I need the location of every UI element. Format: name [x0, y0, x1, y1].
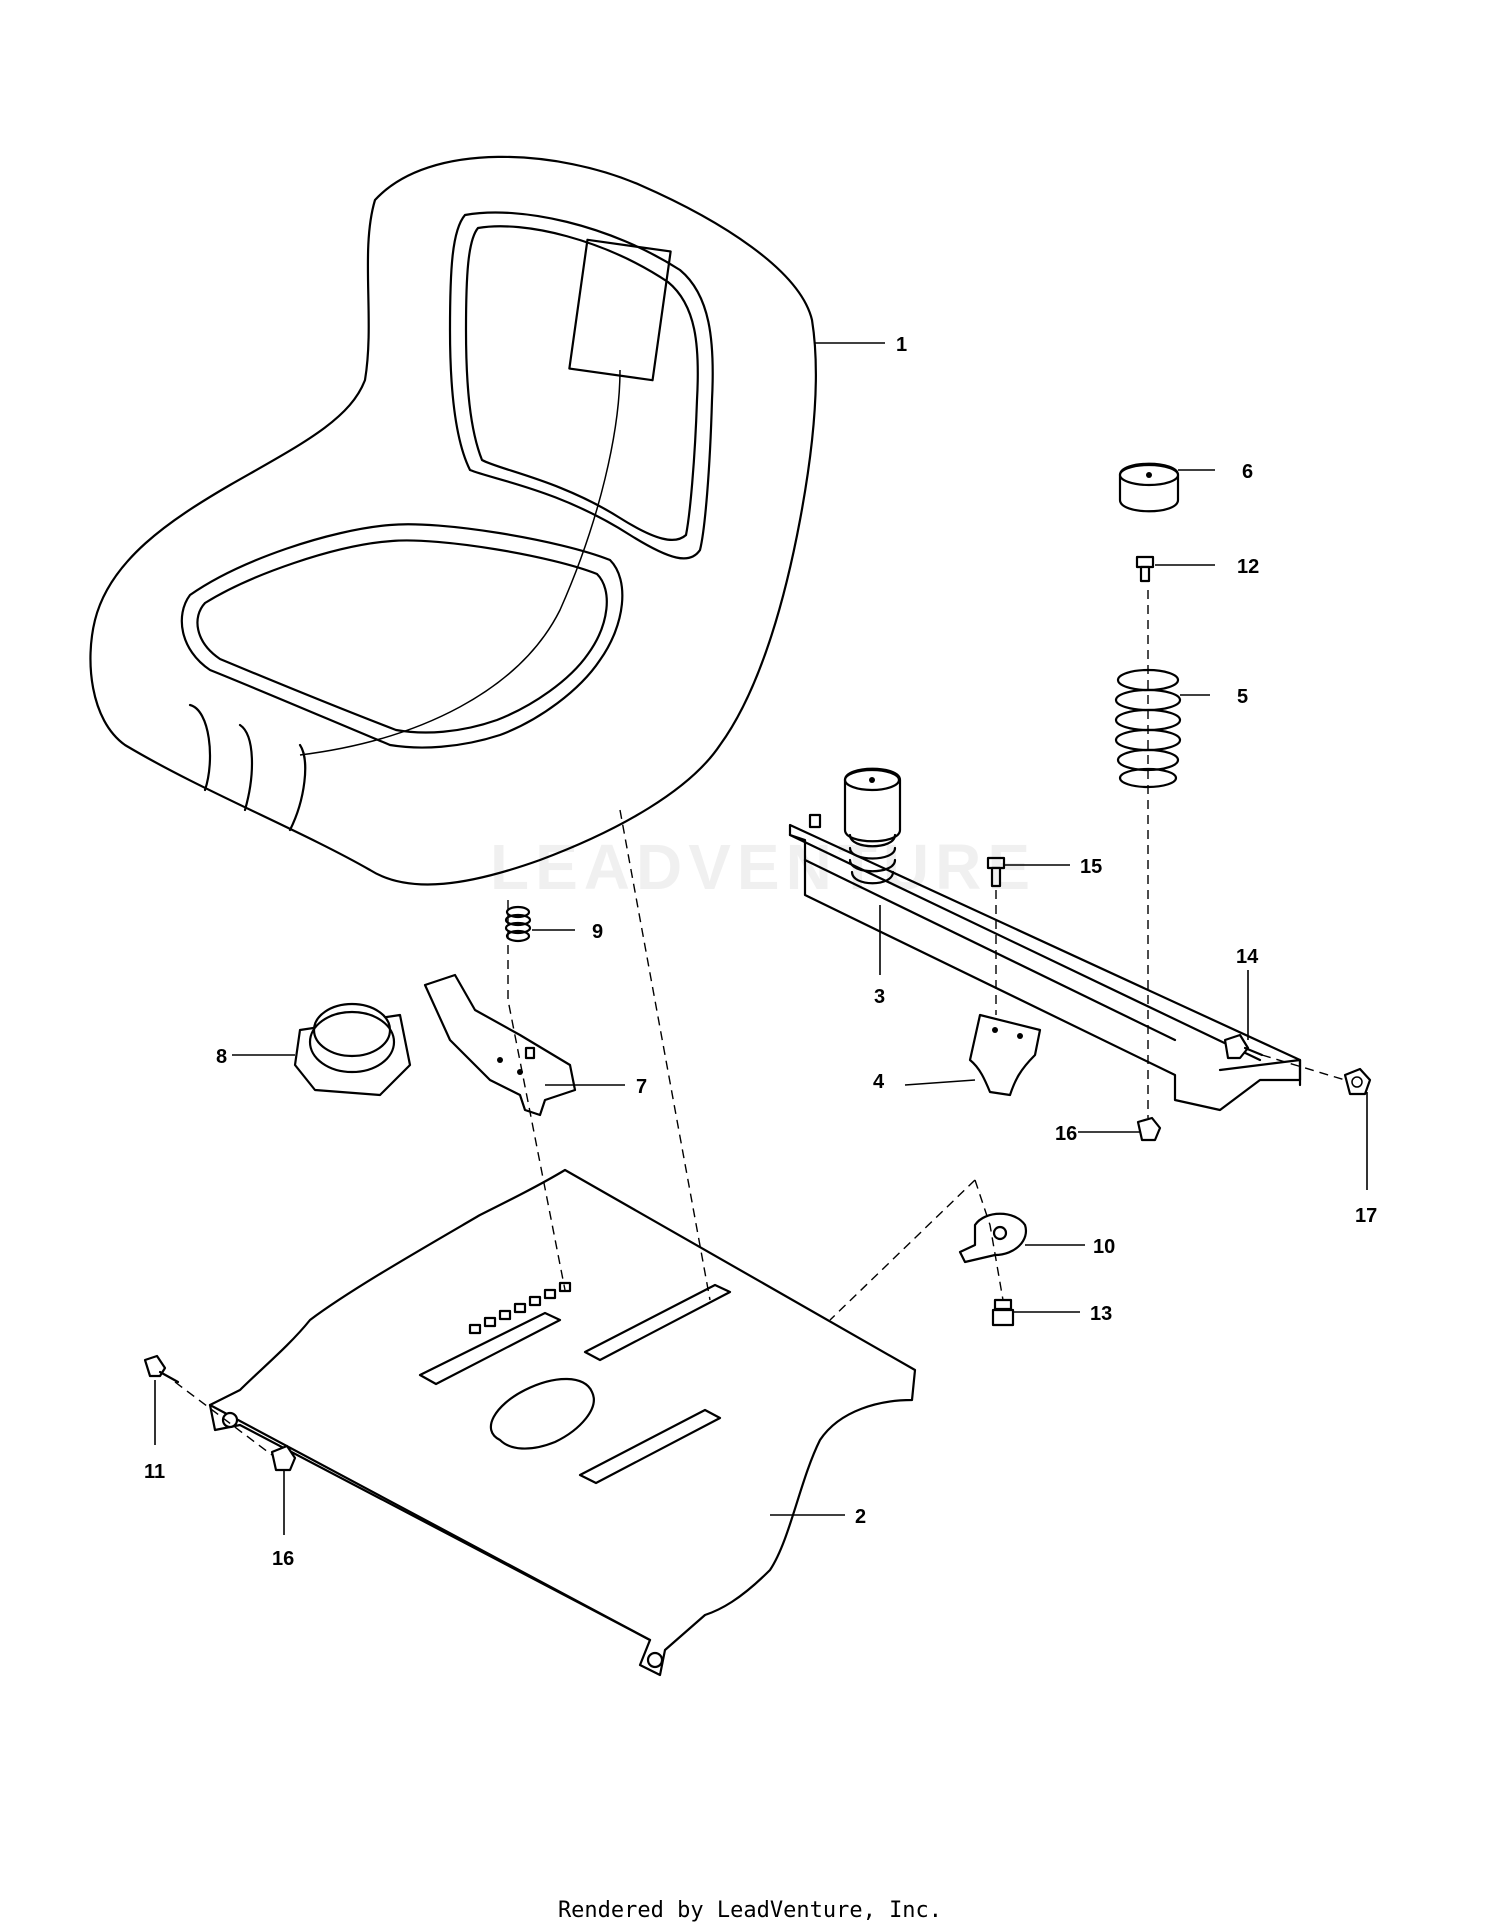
callout-11: 11	[144, 1461, 165, 1483]
callout-16-rail: 16	[1055, 1123, 1077, 1145]
callout-leaders	[154, 342, 1368, 1535]
assembly-lines	[174, 590, 1346, 1456]
callout-8: 8	[216, 1046, 227, 1068]
callout-5: 5	[1237, 686, 1248, 708]
callout-4: 4	[873, 1071, 885, 1093]
adjustment-slots	[468, 1281, 572, 1335]
nut-part-16-rail	[1136, 1116, 1162, 1142]
nut-part-16-pan	[270, 1444, 297, 1472]
callout-7: 7	[636, 1076, 647, 1098]
callout-12: 12	[1237, 556, 1259, 578]
callout-16-pan: 16	[272, 1548, 294, 1570]
callout-17: 17	[1355, 1205, 1377, 1227]
nut-part-17	[1343, 1067, 1372, 1096]
bolt-part-13	[991, 1298, 1015, 1327]
callout-9: 9	[592, 921, 603, 943]
bolt-part-14	[1223, 1033, 1264, 1060]
bumper-part-6	[1118, 462, 1180, 513]
bolt-part-15	[986, 856, 1006, 888]
rail-spring-mount	[843, 767, 902, 885]
callout-2: 2	[855, 1506, 866, 1528]
seat-part-1	[89, 155, 817, 886]
callout-labels: 1 2 3 4 5 6 7 8 9 10 11 12 13 14 15 16 1…	[144, 334, 1377, 1570]
callout-6: 6	[1242, 461, 1253, 483]
washer-part-10	[958, 1212, 1028, 1264]
seat-switch-part-8	[293, 1002, 412, 1097]
small-spring-part-9	[504, 905, 532, 943]
callout-14: 14	[1236, 946, 1259, 968]
bolt-part-11	[143, 1354, 180, 1384]
bracket-part-4	[968, 1013, 1042, 1097]
seat-pan-part-2	[208, 1168, 917, 1677]
callout-3: 3	[874, 986, 885, 1008]
bolt-part-12	[1135, 555, 1155, 583]
spring-clip-part-7	[423, 973, 577, 1117]
callout-1: 1	[896, 334, 907, 356]
callout-13: 13	[1090, 1303, 1112, 1325]
callout-10: 10	[1093, 1236, 1115, 1258]
callout-15: 15	[1080, 856, 1102, 878]
seat-rail-part-3	[788, 813, 1302, 1112]
footer-credit: Rendered by LeadVenture, Inc.	[557, 1898, 943, 1923]
